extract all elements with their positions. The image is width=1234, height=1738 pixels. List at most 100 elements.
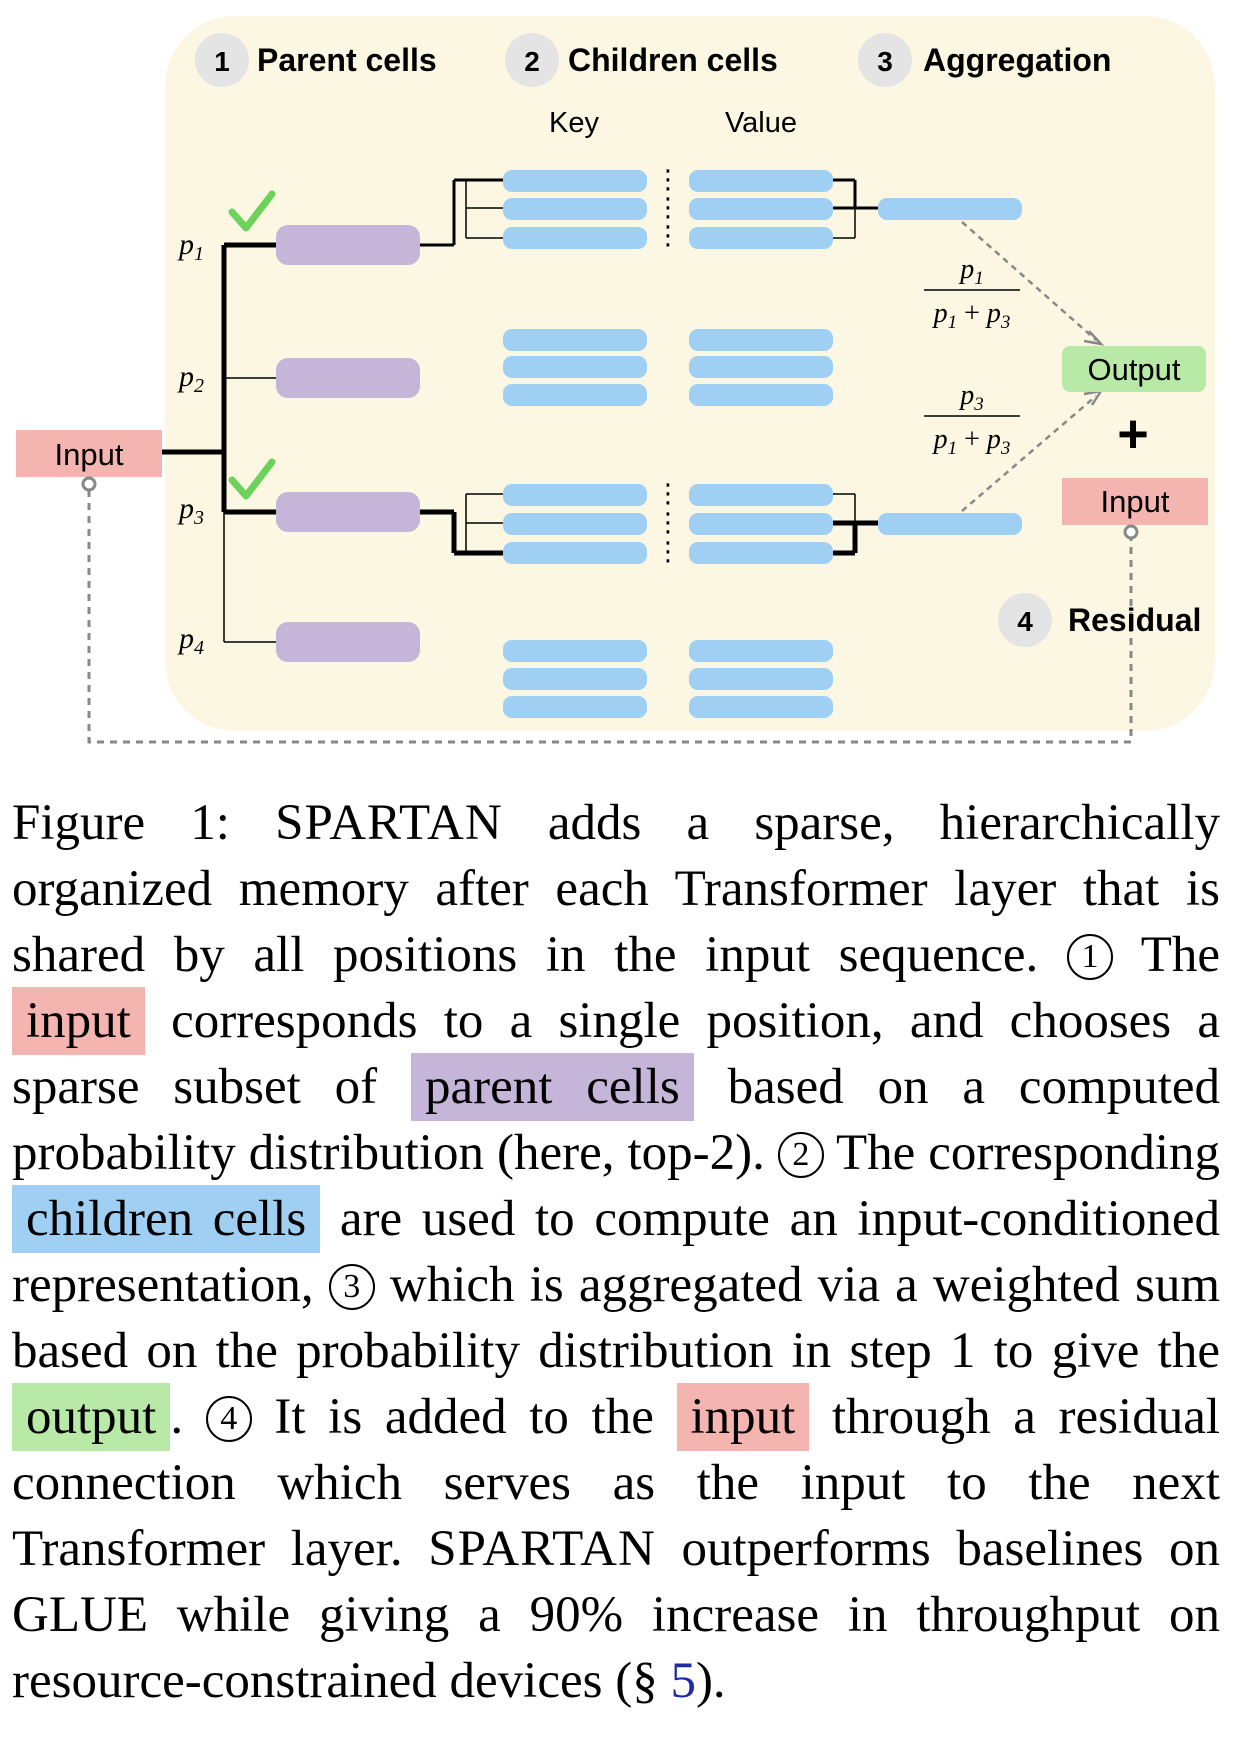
value-cell [689, 227, 833, 249]
key-cells-group-4 [503, 640, 647, 718]
key-cells-group-2 [503, 329, 647, 406]
value-label: Value [725, 107, 797, 139]
step-4-number: 4 [1017, 606, 1033, 637]
step-3-badge [858, 33, 912, 87]
caption-text: The corresponding [835, 1125, 1220, 1181]
value-cell [689, 170, 833, 192]
value-cell [689, 513, 833, 535]
key-cell [503, 198, 647, 220]
arrowhead [1083, 330, 1105, 346]
frac2-denominator: p1 + p3 [932, 424, 1011, 459]
key-cell [503, 542, 647, 564]
value-cell [689, 696, 833, 718]
spartan-diagram: 1 Parent cells 2 Children cells 3 Aggreg… [16, 16, 1215, 744]
output-box [1062, 346, 1206, 392]
aggregation-arrow-2 [961, 395, 1097, 512]
key-cells-group-1 [503, 170, 647, 249]
ellipsis: ⋮ [655, 507, 681, 537]
input-box-right [1062, 478, 1208, 525]
key-cell [503, 329, 647, 351]
key-cell [503, 668, 647, 690]
prob-p3: p3 [177, 492, 204, 529]
caption-text: are used to compute an input-conditioned… [12, 1191, 1221, 1313]
input-left-port [81, 476, 97, 492]
step-3-label: Aggregation [923, 42, 1111, 78]
caption-text: ). [695, 1653, 726, 1709]
step-3-circle: 3 [328, 1264, 375, 1310]
caption-text: corresponds to a single position, and ch… [12, 993, 1220, 1115]
value-cell [689, 198, 833, 220]
value-cells-group-1 [689, 170, 833, 249]
ellipsis: ⋮ [655, 478, 681, 508]
value-cell [689, 329, 833, 351]
check-icon-p1 [228, 190, 276, 232]
model-name: SPARTAN [275, 795, 503, 851]
highlight-output: output [12, 1383, 171, 1451]
step-2-circle: 2 [777, 1132, 824, 1178]
aggregated-cell-3 [878, 513, 1022, 535]
caption-text: outperforms baselines on GLUE while givi… [12, 1521, 1221, 1709]
key-cells-group-3 [503, 484, 647, 564]
step-2-badge [505, 33, 559, 87]
value-cell [689, 668, 833, 690]
aggregation-arrow-1 [961, 221, 1097, 341]
value-cell [689, 484, 833, 506]
parent-cell [276, 492, 420, 532]
residual-path [87, 490, 1133, 744]
highlight-parent-cells: parent cells [411, 1053, 694, 1121]
plus-sign: + [1117, 404, 1149, 464]
key-cell [503, 227, 647, 249]
step-2-number: 2 [524, 46, 540, 77]
value-cells-group-4 [689, 640, 833, 718]
parent-cell [276, 622, 420, 662]
ellipsis: ⋮ [655, 536, 681, 566]
key-cell [503, 640, 647, 662]
ellipsis: ⋮ [655, 192, 681, 222]
caption-text: based on a computed probability distribu… [12, 1059, 1221, 1181]
step-2-label: Children cells [568, 42, 778, 78]
check-icon-p3 [228, 458, 276, 500]
model-name-2: SPARTAN [428, 1521, 656, 1577]
input-left-label: Input [55, 437, 124, 472]
step-4-label: Residual [1068, 602, 1201, 638]
value-cell [689, 542, 833, 564]
frac1-denominator: p1 + p3 [932, 298, 1011, 333]
highlight-input-2: input [676, 1383, 810, 1451]
key-label: Key [549, 107, 599, 139]
value-cells-group-2 [689, 329, 833, 406]
input-box-left [16, 430, 162, 477]
key-cell [503, 356, 647, 378]
input-right-label: Input [1101, 484, 1170, 519]
step-1-circle: 1 [1066, 934, 1113, 980]
value-cell [689, 640, 833, 662]
key-cell [503, 484, 647, 506]
input-right-port [1123, 524, 1139, 540]
caption-text: It is added to the [274, 1389, 654, 1445]
figure-number: Figure 1: [12, 795, 230, 851]
parent-cell [276, 358, 420, 398]
step-4-circle: 4 [205, 1396, 252, 1442]
value-cell [689, 384, 833, 406]
caption-text: through a residual connection which serv… [12, 1389, 1220, 1577]
parent-cell [276, 225, 420, 265]
step-4-badge [998, 593, 1052, 647]
key-cell [503, 170, 647, 192]
aggregated-cell-1 [878, 198, 1022, 220]
step-3-number: 3 [877, 46, 893, 77]
section-reference-link[interactable]: 5 [670, 1653, 696, 1709]
diagram-panel [165, 16, 1215, 731]
highlight-children-cells: children cells [12, 1185, 321, 1253]
key-cell [503, 696, 647, 718]
key-cell [503, 513, 647, 535]
caption-text: . [170, 1389, 184, 1445]
caption-text: The [1140, 927, 1220, 983]
ellipsis: ⋮ [655, 220, 681, 250]
caption-text: adds a sparse, hierarchically organized … [12, 795, 1221, 983]
value-cell [689, 356, 833, 378]
highlight-input: input [12, 987, 145, 1055]
output-label: Output [1087, 352, 1180, 387]
ellipsis: ⋮ [655, 164, 681, 194]
step-1-badge [195, 33, 249, 87]
key-cell [503, 384, 647, 406]
step-1-label: Parent cells [257, 42, 437, 78]
